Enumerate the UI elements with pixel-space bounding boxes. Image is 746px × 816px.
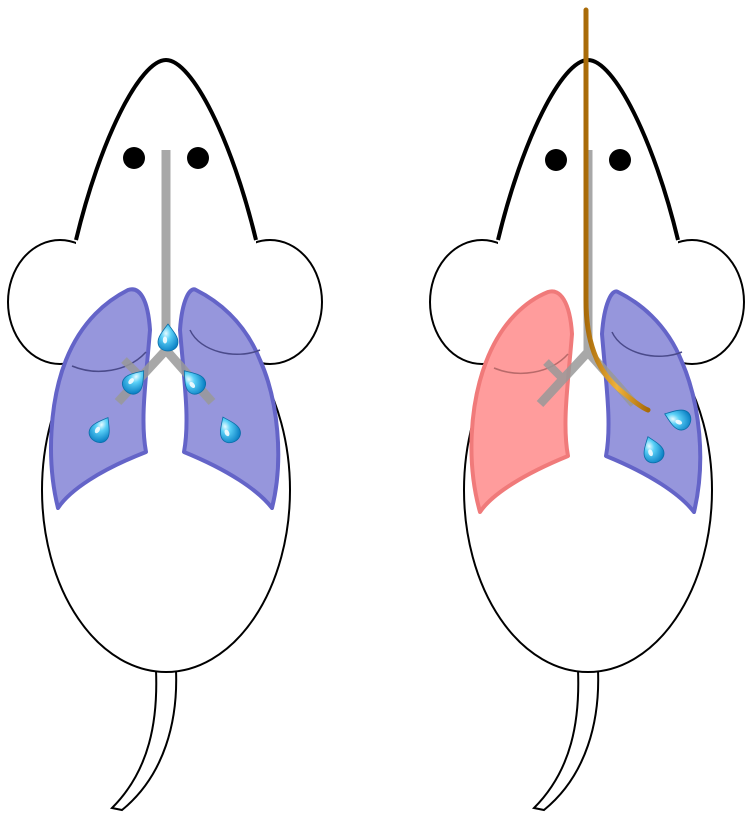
tail-left (112, 670, 176, 810)
tail-right (534, 670, 598, 810)
mouse-left (8, 10, 322, 810)
eye-left-1 (123, 147, 145, 169)
mouse-right (430, 10, 744, 810)
eye-right-2 (609, 149, 631, 171)
eye-left-2 (187, 147, 209, 169)
eye-right-1 (545, 149, 567, 171)
